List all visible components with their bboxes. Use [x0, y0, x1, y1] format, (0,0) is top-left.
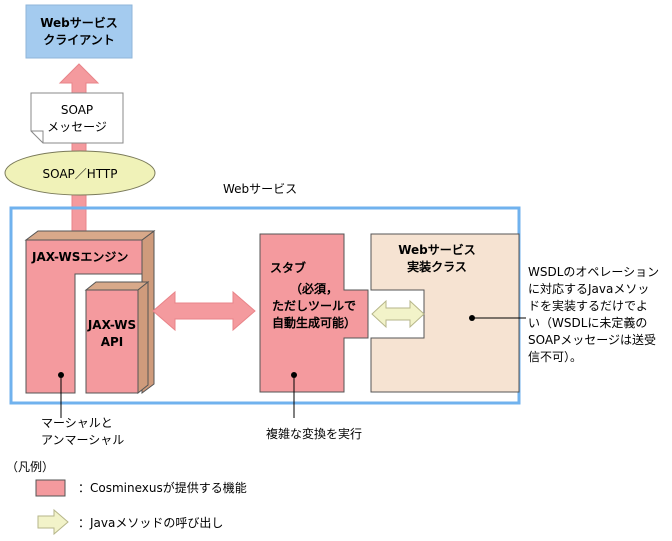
transport-label: SOAP／HTTP	[42, 167, 117, 181]
legend-title: （凡例）	[6, 460, 54, 474]
legend: （凡例） ：Cosminexusが提供する機能 ：Javaメソッドの呼び出し	[6, 460, 247, 536]
jax-ws-engine: JAX-WSエンジン	[24, 230, 156, 394]
implementation-class: Webサービス 実装クラス	[370, 233, 520, 393]
service-title: Webサービス	[223, 182, 297, 196]
stub-label-4: 自動生成可能）	[272, 315, 356, 330]
api-label-1: JAX-WS	[87, 318, 136, 332]
api-label-2: API	[101, 335, 124, 349]
impl-label-2: 実装クラス	[407, 259, 467, 274]
stub-label-1: スタブ	[270, 260, 306, 275]
legend-java-call-arrow	[37, 508, 69, 536]
marshal-note-line-2: アンマーシャル	[41, 433, 124, 447]
engine-stub-double-arrow	[152, 290, 256, 332]
soap-message-document: SOAP メッセージ	[30, 92, 124, 144]
stub-label-3: ただしツールで	[272, 299, 356, 313]
web-service-client: Webサービス クライアント	[25, 4, 133, 59]
legend-cosminexus-swatch	[35, 479, 66, 497]
impl-note: WSDLのオペレーション に対応するJavaメソッ ドを実装するだけでよ い（W…	[528, 265, 659, 364]
impl-note-line-1: WSDLのオペレーション	[528, 265, 659, 279]
client-label-1: Webサービス	[40, 15, 118, 30]
impl-note-line-2: に対応するJavaメソッ	[528, 282, 649, 296]
impl-label-1: Webサービス	[398, 242, 476, 257]
java-call-arrow	[371, 299, 425, 329]
jax-ws-api: JAX-WS API	[84, 280, 150, 395]
engine-label: JAX-WSエンジン	[31, 250, 128, 264]
impl-note-line-6: 信不可）。	[528, 350, 582, 364]
impl-note-line-3: ドを実装するだけでよ	[528, 298, 648, 313]
marshal-note-line-1: マーシャルと	[41, 416, 113, 430]
stub-component: スタブ （必須， ただしツールで 自動生成可能）	[259, 233, 369, 393]
client-label-2: クライアント	[43, 33, 115, 47]
soap-message-label-1: SOAP	[61, 103, 93, 117]
soap-http-ellipse: SOAP／HTTP	[4, 150, 156, 196]
legend-cosminexus-label: ：Cosminexusが提供する機能	[78, 480, 247, 495]
stub-label-2: （必須，	[290, 281, 338, 296]
soap-message-label-2: メッセージ	[47, 120, 107, 134]
convert-note: 複雑な変換を実行	[266, 426, 362, 441]
impl-note-line-5: SOAPメッセージは送受	[528, 332, 656, 347]
legend-java-call-label: ：Javaメソッドの呼び出し	[78, 516, 223, 530]
impl-note-line-4: い（WSDLに未定義の	[528, 315, 647, 330]
